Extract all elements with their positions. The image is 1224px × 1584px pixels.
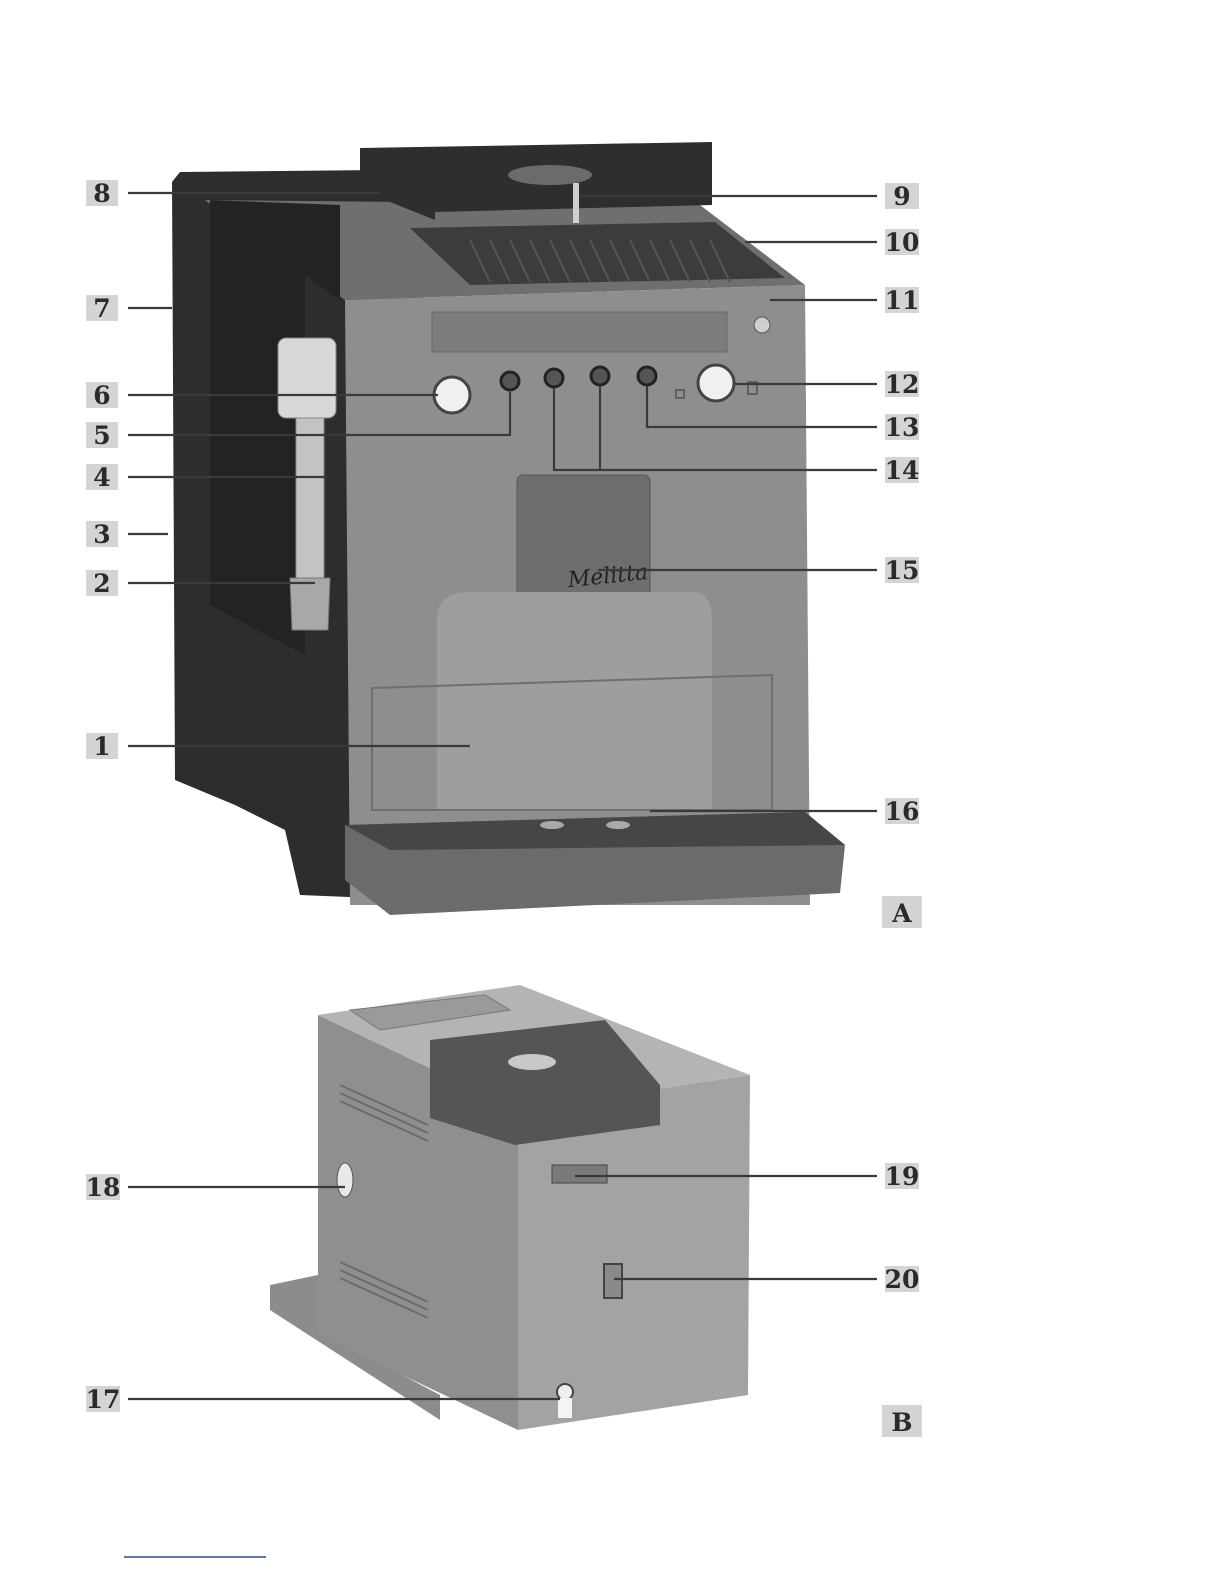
svg-text:8: 8 bbox=[93, 179, 110, 208]
figure-label-b: B bbox=[882, 1405, 922, 1437]
svg-text:13: 13 bbox=[885, 413, 920, 442]
hopper-lid-handle bbox=[573, 183, 579, 223]
rear-slot[interactable] bbox=[552, 1165, 607, 1183]
svg-text:15: 15 bbox=[885, 556, 920, 585]
callout-10: 10 bbox=[745, 228, 919, 257]
callout-3: 3 bbox=[86, 520, 168, 549]
svg-text:20: 20 bbox=[885, 1265, 920, 1294]
svg-text:16: 16 bbox=[885, 797, 920, 826]
drip-tray-hole-left bbox=[540, 821, 564, 829]
side-port[interactable] bbox=[337, 1163, 353, 1197]
drain-outlet[interactable] bbox=[557, 1384, 573, 1400]
svg-text:18: 18 bbox=[86, 1173, 121, 1202]
button-5[interactable] bbox=[501, 372, 519, 390]
hopper-lid-opening bbox=[508, 165, 592, 185]
rear-hopper-opening bbox=[508, 1054, 556, 1070]
drain-tube bbox=[558, 1398, 572, 1418]
svg-text:17: 17 bbox=[86, 1385, 121, 1414]
power-button[interactable] bbox=[754, 317, 770, 333]
button-13[interactable] bbox=[638, 367, 656, 385]
svg-text:5: 5 bbox=[93, 421, 110, 450]
coffee-machine-rear-view bbox=[270, 985, 750, 1430]
cup-area bbox=[437, 592, 712, 810]
svg-text:4: 4 bbox=[93, 463, 110, 492]
callout-18: 18 bbox=[86, 1173, 345, 1202]
svg-text:9: 9 bbox=[893, 182, 910, 211]
svg-text:1: 1 bbox=[93, 732, 110, 761]
svg-text:B: B bbox=[891, 1408, 912, 1437]
svg-text:3: 3 bbox=[93, 520, 110, 549]
button-14-left[interactable] bbox=[545, 369, 563, 387]
svg-text:11: 11 bbox=[885, 286, 920, 315]
svg-text:19: 19 bbox=[885, 1162, 920, 1191]
button-14-right[interactable] bbox=[591, 367, 609, 385]
svg-text:12: 12 bbox=[885, 370, 920, 399]
drip-tray-hole-right bbox=[606, 821, 630, 829]
power-socket[interactable] bbox=[604, 1264, 622, 1298]
svg-text:A: A bbox=[891, 899, 912, 928]
svg-text:14: 14 bbox=[885, 456, 920, 485]
svg-text:10: 10 bbox=[885, 228, 920, 257]
svg-text:7: 7 bbox=[93, 294, 110, 323]
svg-text:6: 6 bbox=[93, 381, 110, 410]
figure-label-a: A bbox=[882, 896, 922, 928]
display-window bbox=[432, 312, 727, 352]
steam-rotary-knob[interactable] bbox=[434, 377, 470, 413]
strength-rotary-knob[interactable] bbox=[698, 365, 734, 401]
svg-text:2: 2 bbox=[93, 569, 110, 598]
coffee-machine-front-view: Melitta bbox=[172, 142, 845, 915]
callout-7: 7 bbox=[86, 294, 172, 323]
